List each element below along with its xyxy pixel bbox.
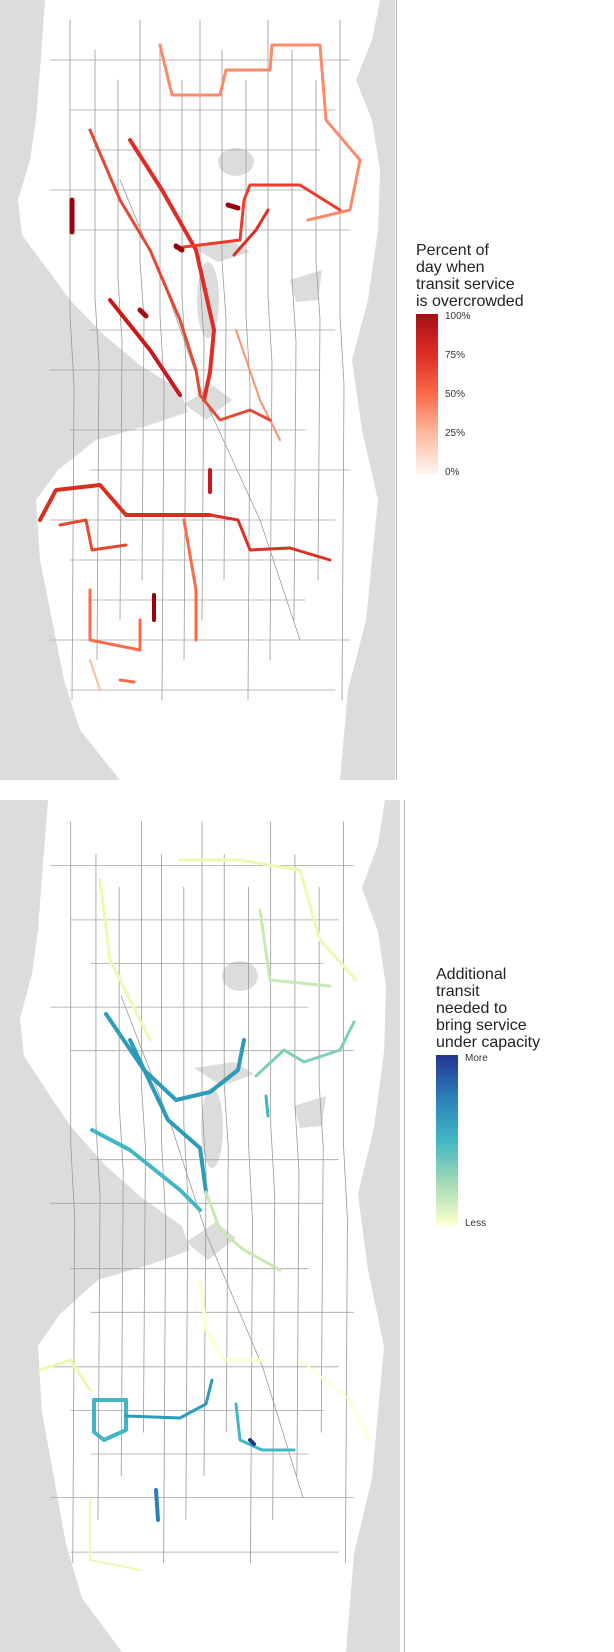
route-segment (299, 1359, 371, 1441)
street-line (294, 854, 300, 1477)
route-segment (248, 1438, 256, 1446)
street-line (161, 854, 167, 1564)
colorbar-gradient (436, 1055, 458, 1225)
street-line (120, 995, 304, 1498)
union-bay (290, 270, 322, 302)
route-segment (208, 513, 332, 562)
route-segment (88, 588, 142, 652)
route-segment (89, 659, 101, 691)
route-segment (128, 138, 216, 402)
route-segment (90, 1128, 202, 1212)
legend-title: Additional transit needed to bring servi… (436, 966, 541, 1051)
legend-colorbar: 100% 75% 50% 25% 0% (416, 311, 496, 484)
overcrowding-map (0, 0, 395, 780)
street-line (139, 19, 145, 581)
street-line (69, 19, 75, 701)
street-line (342, 821, 348, 1564)
route-segment (198, 393, 272, 422)
overcrowded-routes (38, 43, 362, 691)
route-segment (204, 1190, 282, 1272)
route-segment (258, 908, 332, 988)
route-segment (178, 858, 358, 982)
route-segment (98, 878, 152, 1042)
street-line (248, 886, 253, 1564)
route-segment (137, 307, 149, 319)
legend-tick-50: 50% (445, 389, 466, 400)
green-lake (222, 961, 258, 991)
street-line (118, 886, 124, 1477)
panel-divider (404, 800, 405, 1652)
route-segment (128, 1038, 208, 1194)
legend-tick-less: Less (465, 1218, 487, 1229)
street-line (140, 821, 146, 1433)
route-segment (173, 243, 185, 253)
street-line (339, 19, 345, 701)
legend-colorbar: More Less (436, 1053, 516, 1235)
green-lake (218, 148, 254, 176)
street-line (199, 19, 205, 621)
panel-divider (396, 0, 397, 780)
route-segment (108, 298, 182, 397)
route-segment (225, 202, 241, 211)
route-segment (38, 1358, 92, 1392)
additional-transit-map (0, 800, 400, 1652)
colorbar-gradient (416, 314, 438, 474)
route-segment (58, 518, 128, 552)
route-segment (158, 43, 362, 222)
route-segment (254, 1020, 356, 1078)
route-segment (154, 1488, 160, 1522)
route-segment (92, 1398, 128, 1442)
land-area (20, 800, 386, 1652)
route-segment (234, 1402, 296, 1452)
additional-transit-legend-box: Additional transit needed to bring servi… (436, 966, 540, 1235)
legend-tick-100: 100% (445, 311, 471, 322)
base-street-network (50, 821, 354, 1564)
street-line (315, 79, 321, 581)
route-segment (88, 128, 202, 397)
legend-tick-more: More (465, 1053, 488, 1064)
union-bay (294, 1096, 326, 1128)
route-segment (198, 1278, 266, 1362)
street-line (291, 49, 297, 621)
legend-tick-75: 75% (445, 350, 466, 361)
overcrowding-legend: Percent of day when transit service is o… (416, 242, 524, 484)
lake-union (201, 1088, 223, 1168)
route-segment (124, 1378, 214, 1420)
route-segment (182, 518, 198, 642)
route-segment (38, 483, 212, 522)
route-segment (118, 678, 136, 684)
legend-tick-25: 25% (445, 428, 466, 439)
street-line (223, 854, 229, 1433)
street-line (159, 49, 165, 701)
additional-transit-map-panel (0, 800, 614, 1652)
legend-title: Percent of day when transit service is o… (416, 242, 524, 310)
route-segment (235, 329, 281, 441)
legend-tick-0: 0% (445, 467, 460, 478)
route-segment (232, 208, 270, 257)
street-line (221, 49, 227, 581)
street-line (70, 821, 76, 1564)
route-segment (89, 1499, 141, 1571)
route-segment (174, 183, 342, 250)
additional-transit-routes (38, 858, 371, 1571)
route-segment (264, 1094, 270, 1118)
overcrowding-map-panel: Percent of day when transit service is o… (0, 0, 614, 780)
